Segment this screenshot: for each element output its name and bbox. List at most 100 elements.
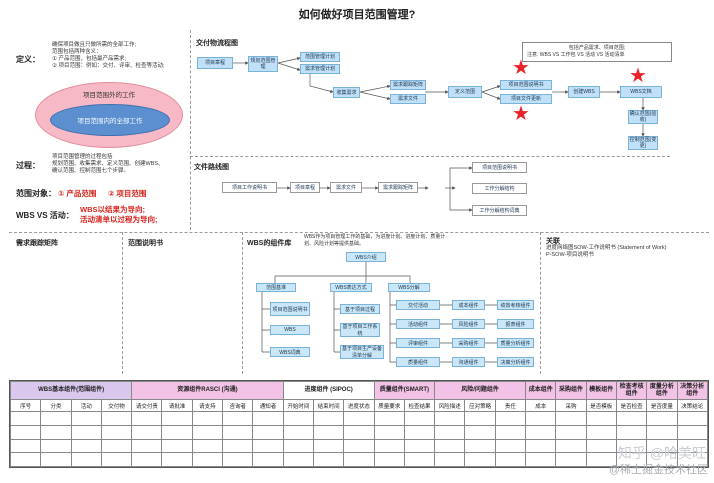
flow-box-define: 定义范围 [448,86,482,98]
process-line: 确认范围、控制范围七个步骤。 [52,168,130,174]
divider-horizontal [190,156,670,157]
table-cell [40,438,72,454]
table-cell [222,438,254,454]
table-cell [70,424,102,440]
divider-sections [9,232,709,233]
route-box-req-doc: 需求文件 [330,182,362,193]
table-cell [191,438,224,454]
wbs-col3c-item: 绩效考核组件 [497,300,534,310]
table-cell [403,424,436,440]
table-cell [222,424,254,440]
table-cell [161,438,193,454]
table-cell [312,438,345,454]
wbs-col2-item: 基于项目生产设备清单分解 [340,345,384,359]
table-header: 决策分析组件 [676,381,709,400]
table-cell [676,424,709,440]
wbs-col1-head: 范围基准 [256,283,296,292]
wbs-col3b-item: 成本组件 [452,300,485,310]
inner-scope-ellipse: 项目范围内的全部工作 [50,104,170,136]
scope-object-label: 范围对象： [16,189,56,198]
divider-vertical [190,30,191,230]
table-cell [343,452,375,467]
wbs-col3c-item: 报表组件 [497,319,534,329]
req-matrix-heading: 需求跟踪矩阵 [16,240,58,247]
table-subheader: 是否度量 [646,399,678,412]
table-cell [646,424,678,440]
star-icon: ★ [512,103,530,125]
wbs-col3c-item: 决策分析组件 [497,357,534,367]
table-subheader: 请支持 [191,399,224,412]
flow-box-req-plan: 需求管理计划 [300,64,340,74]
table-cell [312,452,345,467]
table-cell [9,424,42,440]
table-subheader: 开始时间 [282,399,314,412]
table-cell [464,452,496,467]
divider-col1 [122,232,123,374]
table-subheader: 进度状态 [343,399,375,412]
table-cell [222,411,254,426]
table-cell [373,452,405,467]
table-subheader: 分类 [40,399,72,412]
table-cell [100,424,133,440]
flow-box-plan-scope: 规划范围管理 [248,56,278,72]
table-cell [403,411,436,426]
star-icon: ★ [512,57,530,79]
table-cell [525,452,557,467]
table-cell [9,438,42,454]
table-cell [525,438,557,454]
table-cell [100,452,133,467]
table-header: 成本组件 [525,381,557,400]
table-cell [464,424,496,440]
flow-box-charter: 项目章程 [197,57,233,69]
table-header: 度量分析组件 [646,381,678,400]
wbs-col3a-item: 交付活动 [396,300,440,310]
divider-col2 [242,232,243,374]
page-title: 如何做好项目范围管理? [298,9,416,21]
wbs-root: WBS介绍 [346,252,386,262]
wbs-col3b-item: 沟通组件 [452,357,485,367]
flow-note: 包括产品需求、项目范围; 注意: WBS VS 工作包 VS 活动 VS 活动清… [522,42,672,62]
table-cell [131,424,163,440]
table-cell [373,424,405,440]
table-cell [312,411,345,426]
wbs-col3c-item: 质量分析组件 [497,338,534,348]
table-subheader: 请批准 [161,399,193,412]
table-cell [585,438,617,454]
flow-box-control: 控制范围(变更) [628,136,658,150]
table-cell [555,452,587,467]
table-cell [555,438,587,454]
route-box-charter: 项目章程 [290,182,320,193]
route-box-wbs-dict: 工作分解结构词典 [472,205,527,216]
route-box-scope-stmt: 项目范围说明书 [472,162,527,173]
table-cell [161,452,193,467]
relation-lines: 进度网络图SOW-工作说明书 (Statement of Work) P-SOW… [546,245,711,259]
process-text: 项目范围管理的过程包括 规划范围、收集需求、定义范围、创建WBS、 确认范围、控… [52,154,192,175]
table-cell [343,424,375,440]
table-cell [9,452,42,467]
table-cell [40,424,72,440]
wbs-col1-item: WBS词典 [270,347,310,357]
table-cell [434,438,466,454]
table-cell [676,411,709,426]
table-cell [312,424,345,440]
table-cell [252,438,284,454]
wbs-note: WBS作为项目管理工作的基础，为进度计划、进度计划、质量计划、风险计划等提供基础… [304,234,446,247]
table-cell [161,411,193,426]
table-cell [161,424,193,440]
table-cell [282,452,314,467]
table-cell [373,438,405,454]
table-subheader: 是否模板 [585,399,617,412]
table-subheader: 请交付责 [131,399,163,412]
wbs-col2-item: 基于项目工作系统 [340,323,380,337]
table-cell [403,452,436,467]
wbs-col3a-item: 活动组件 [396,319,440,329]
flow-box-doc-update: 项目文件更新 [500,94,552,104]
table-header: 采购组件 [555,381,587,400]
table-cell [252,452,284,467]
table-cell [252,424,284,440]
relation-line: 进度网络图SOW-工作说明书 (Statement of Work) [546,245,667,251]
table-cell [191,452,224,467]
wbs-col1-item: WBS [270,325,310,335]
table-cell [70,411,102,426]
project-scope: ② 项目范围 [108,189,147,198]
